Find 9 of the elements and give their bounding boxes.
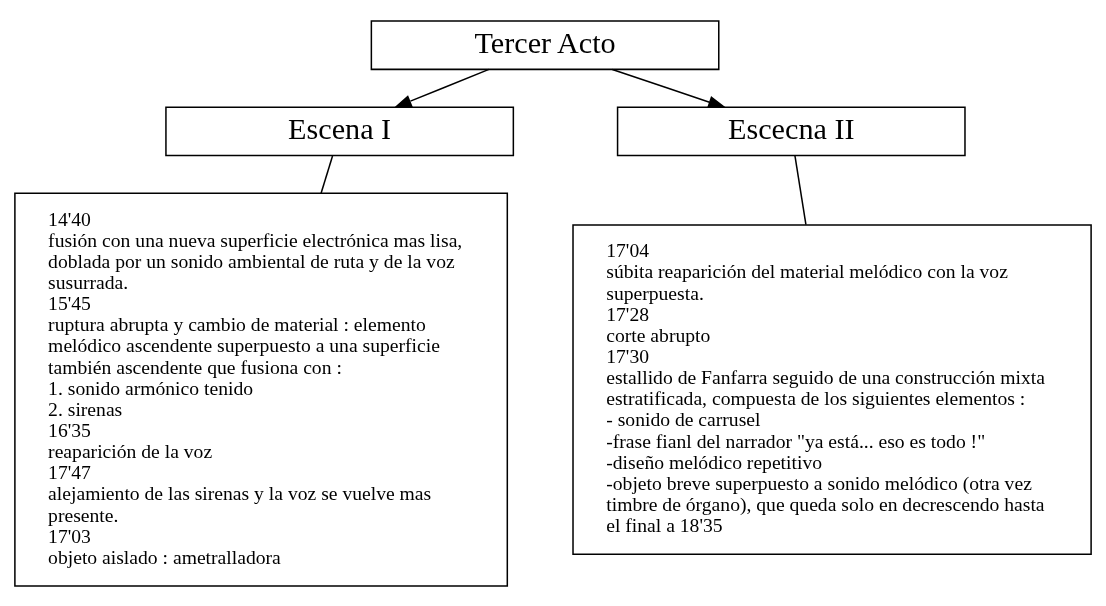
arrow (393, 68, 490, 108)
node-box: Escecna II (616, 105, 966, 156)
node-box: 17'04 súbita reaparición del material melódico con la voz superpuesta. 17'28 corte abrupto 17'30 estallido de Fanfarra seguido de una construcción mixta estratificada, compuesta de los siguientes elementos : - sonido de carrusel -frase fianl del narrador "ya está... eso es todo !" -diseño melódico repetitivo -objeto breve superpuesto a sonido melódico (otra vez timbre de órgano), que queda solo en decrescendo hasta el final a 18'35 (572, 223, 1092, 555)
node-box: 14'40 fusión con una nueva superficie electrónica mas lisa, doblada por un sonido ambiental de ruta y de la voz susurrada. 15'45 ruptura abrupta y cambio de material : elemento melódico ascendente superpuesto a una superficie también ascendente que fusiona con : 1. sonido armónico tenido 2. sirenas 16'35 reaparición de la voz 17'47 alejamiento de las sirenas y la voz se vuelve mas presente. 17'03 objeto aislado : ametralladora (14, 192, 509, 587)
connector (320, 154, 334, 194)
arrow (611, 68, 727, 108)
connector (794, 154, 807, 225)
node-box: Tercer Acto (370, 19, 720, 70)
node-box: Escena I (165, 105, 515, 156)
